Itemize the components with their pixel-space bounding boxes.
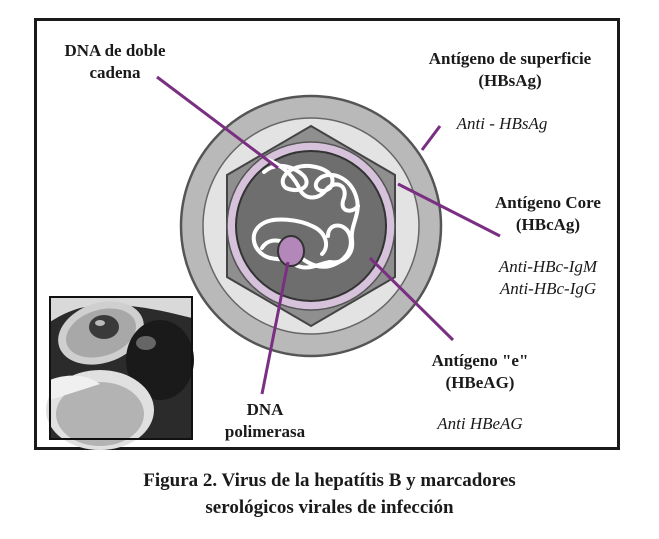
label-antigeno-e: Antígeno "e" (HBeAG) (405, 350, 555, 394)
label-antigeno-core: Antígeno Core (HBcAg) (473, 192, 623, 236)
pointer-dna-doble (156, 75, 279, 170)
dna-strand (251, 158, 360, 270)
label-dna-doble-cadena: DNA de doble cadena (40, 40, 190, 84)
dna-polymerase (277, 235, 305, 267)
label-dna-pol-line2: polimerasa (224, 422, 306, 441)
label-ag-e-line1: Antígeno "e" (431, 351, 529, 370)
label-anti-hbc-igg: Anti-HBc-IgG (499, 279, 597, 298)
label-antigeno-superficie: Antígeno de superficie (HBsAg) (395, 48, 625, 92)
pointer-lines (156, 75, 501, 395)
figure-caption-line1: Figura 2. Virus de la hepatítis B y marc… (143, 470, 516, 491)
pointer-dna-polimerasa (260, 261, 290, 395)
label-anti-hbeag: Anti HBeAG (437, 414, 523, 433)
label-anti-hbc-igm: Anti-HBc-IgM (498, 257, 598, 276)
label-anti-hbc: Anti-HBc-IgM Anti-HBc-IgG (473, 256, 623, 300)
pointer-ag-e (368, 256, 455, 342)
label-dna-doble-line1: DNA de doble (64, 41, 166, 60)
label-ag-core-line1: Antígeno Core (495, 193, 601, 212)
label-dna-doble-line2: cadena (89, 63, 141, 82)
figure-caption-line2: serológicos virales de infección (205, 497, 454, 518)
pointer-ag-superficie (420, 125, 442, 151)
inset-photo-avocado (46, 296, 194, 450)
label-ag-superficie-line2: (HBsAg) (478, 71, 542, 90)
pointer-ag-core (397, 182, 501, 238)
label-ag-superficie-line1: Antígeno de superficie (428, 49, 592, 68)
label-anti-hbsag: Anti - HBsAg (456, 114, 548, 133)
label-dna-pol-line1: DNA (246, 400, 284, 419)
label-ag-core-line2: (HBcAg) (515, 215, 581, 234)
label-dna-polimerasa: DNA polimerasa (205, 399, 325, 443)
label-ag-e-line2: (HBeAG) (445, 373, 515, 392)
